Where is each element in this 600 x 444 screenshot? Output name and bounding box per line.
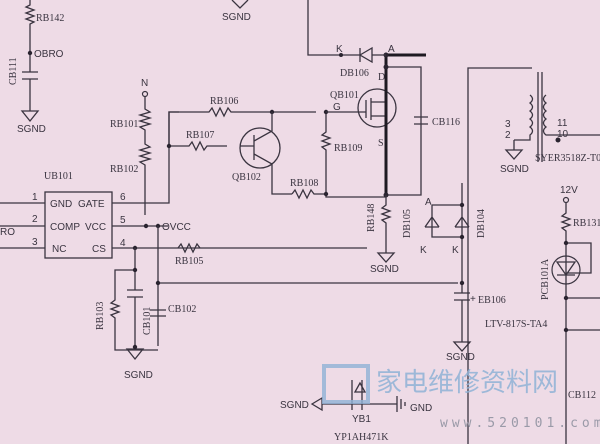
pin2-label: 2 [505, 130, 511, 141]
ub101-ic [44, 191, 113, 259]
svg-text:GND: GND [50, 199, 72, 210]
qb102-label: QB102 [232, 172, 261, 183]
rb103-label: RB103 [95, 302, 106, 330]
svg-text:GATE: GATE [78, 199, 105, 210]
svg-text:2: 2 [32, 214, 38, 225]
rb109-label: RB109 [334, 143, 362, 154]
rb105-label: RB105 [175, 256, 203, 267]
rb131-opto-wires [555, 203, 600, 444]
opto-label: PCB101A [540, 258, 551, 300]
pin3-label: 3 [505, 119, 511, 130]
watermark-text: 家电维修资料网 [376, 368, 558, 398]
gnd-label: GND [410, 403, 432, 414]
db105-a-label: A [425, 197, 432, 208]
n-label: N [141, 78, 148, 89]
rb148-resistor [376, 195, 396, 263]
rb106-rb107-wires [168, 106, 316, 152]
rb101-rb102-chain [137, 97, 153, 215]
svg-text:1: 1 [32, 192, 38, 203]
svg-text:VCC: VCC [85, 222, 106, 233]
svg-text:CS: CS [92, 244, 106, 255]
sgnd-label-5: SGND [500, 164, 529, 175]
ro-label: RO [0, 227, 15, 238]
rb103-cb101-network [109, 248, 158, 361]
qb102-transistor [239, 112, 292, 195]
watermark-logo [322, 364, 370, 404]
db104-label: DB104 [476, 209, 487, 238]
svg-text:6: 6 [120, 192, 126, 203]
rb106-label: RB106 [210, 96, 238, 107]
sgnd-label-top: SGND [222, 12, 251, 23]
sgnd-label-6: SGND [280, 400, 309, 411]
rb142-branch [20, 0, 40, 123]
cb111-label: CB111 [8, 57, 19, 85]
cb116-capacitor [386, 66, 428, 196]
opto-part-label: LTV-817S-TA4 [485, 319, 547, 330]
db105-k-label: K [420, 245, 427, 256]
rb105-resistor [177, 242, 201, 254]
rb142-label: RB142 [36, 13, 64, 24]
pin11-label: 11 [557, 118, 568, 129]
sgnd-symbol-top [231, 0, 249, 9]
drain-label: D [378, 72, 385, 83]
cb116-label: CB116 [432, 117, 460, 128]
rb107-label: RB107 [186, 130, 214, 141]
watermark-url: www.520101.com [440, 416, 600, 431]
ic-pin-labels: 1 GND GATE 6 2 COMP VCC 5 3 NC CS 4 [32, 192, 126, 255]
cb102-label: CB102 [168, 304, 196, 315]
db106-a-label: A [388, 44, 395, 55]
primary-wire [467, 67, 532, 444]
rb101-label: RB101 [110, 119, 138, 130]
rb108-rb109-wires [291, 112, 386, 200]
transformer-label: SYER3518Z-T0 [535, 153, 600, 164]
rb108-label: RB108 [290, 178, 318, 189]
svg-text:5: 5 [120, 215, 126, 226]
sgnd-label-3: SGND [370, 264, 399, 275]
gate-label: G [333, 102, 341, 113]
svg-text:NC: NC [52, 244, 66, 255]
svg-text:4: 4 [120, 238, 126, 249]
yb1-part-label: YP1AH471K [334, 432, 389, 443]
svg-text:COMP: COMP [50, 222, 80, 233]
source-label: S [378, 138, 384, 149]
qb101-mosfet [357, 67, 397, 138]
pin10-label: 10 [557, 129, 569, 140]
ovcc-label: OVCC [162, 222, 191, 233]
db106-k-label: K [336, 44, 343, 55]
cb112-label: CB112 [568, 390, 596, 401]
db105-label: DB105 [402, 209, 413, 238]
rb131-label: RB131 [573, 218, 600, 229]
rb148-label: RB148 [366, 204, 377, 232]
eb106-label: EB106 [478, 295, 506, 306]
vcc-wire [157, 226, 458, 346]
db104-k-label: K [452, 245, 459, 256]
db105-db104-eb106 [424, 183, 472, 352]
rb102-label: RB102 [110, 164, 138, 175]
obro-label: OBRO [34, 49, 64, 60]
sgnd-label-1: SGND [17, 124, 46, 135]
qb101-label: QB101 [330, 90, 359, 101]
sgnd-label-2: SGND [124, 370, 153, 381]
yb1-label: YB1 [352, 414, 371, 425]
power-wire [384, 53, 426, 195]
eb106-plus: + [470, 294, 476, 305]
sgnd-label-4: SGND [446, 352, 475, 363]
cb101-label: CB101 [142, 307, 153, 335]
transformer-syer3518z [504, 72, 600, 162]
cb102-capacitor [150, 309, 166, 317]
svg-text:3: 3 [32, 237, 38, 248]
opto-led [551, 255, 581, 285]
db106-label: DB106 [340, 68, 369, 79]
ub101-label: UB101 [44, 171, 73, 182]
v12-label: 12V [560, 185, 578, 196]
db106-diode [307, 0, 386, 64]
